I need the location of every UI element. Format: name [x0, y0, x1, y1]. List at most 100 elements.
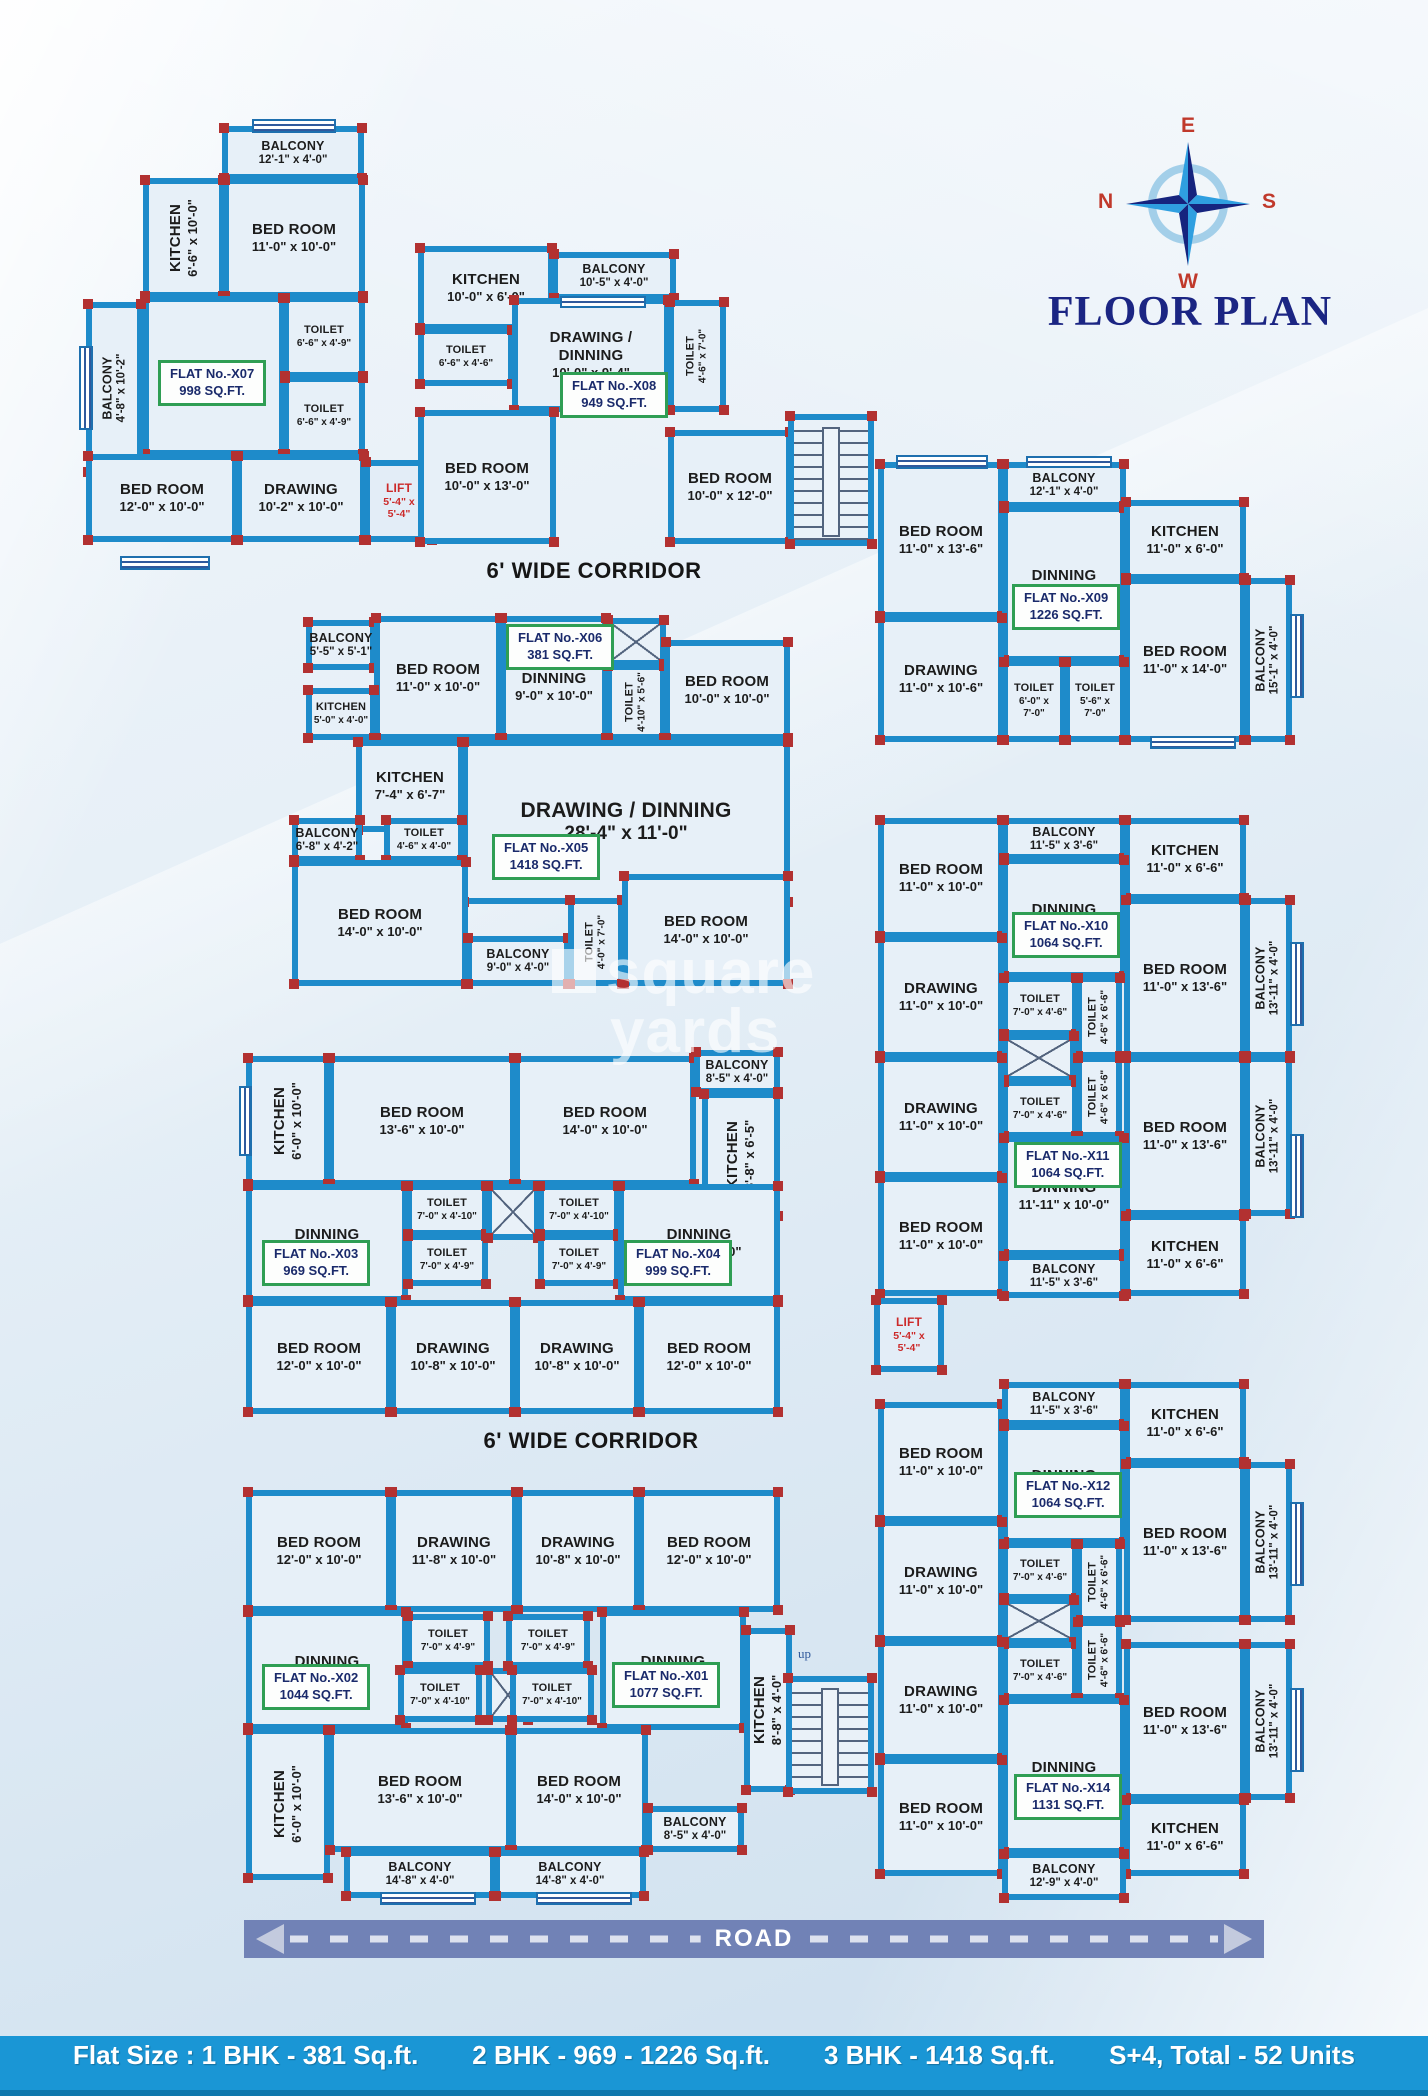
- wall-joint: [507, 1715, 517, 1725]
- flat-number: FLAT No.-X03: [274, 1246, 359, 1261]
- wall-joint: [359, 451, 369, 461]
- wall-joint: [661, 637, 671, 647]
- window-marker: [1290, 1134, 1304, 1218]
- wall-joint: [1121, 497, 1131, 507]
- wall-joint: [341, 1891, 351, 1901]
- wall-joint: [999, 815, 1009, 825]
- wall-joint: [1119, 1421, 1129, 1431]
- wall-joint: [773, 1297, 783, 1307]
- wall-joint: [1239, 815, 1249, 825]
- flat-area: 949 SQ.FT.: [581, 394, 647, 410]
- wall-joint: [737, 1803, 747, 1813]
- wall-joint: [999, 1595, 1009, 1605]
- wall-joint: [997, 1053, 1007, 1063]
- flat-number: FLAT No.-X11: [1026, 1148, 1110, 1163]
- wall-joint: [358, 373, 368, 383]
- wall-joint: [875, 1755, 885, 1765]
- wall-joint: [1121, 815, 1131, 825]
- wall-joint: [997, 1517, 1007, 1527]
- flat-number: FLAT No.-X02: [274, 1670, 359, 1685]
- wall-joint: [997, 1173, 1007, 1183]
- wall-joint: [1115, 1053, 1125, 1063]
- wall-joint: [243, 1725, 253, 1735]
- wall-joint: [403, 1181, 413, 1191]
- wall-joint: [1285, 1615, 1295, 1625]
- wall-joint: [587, 1665, 597, 1675]
- wall-joint: [547, 243, 557, 253]
- wall-joint: [415, 325, 425, 335]
- wall-joint: [737, 1845, 747, 1855]
- wall-joint: [719, 405, 729, 415]
- wall-joint: [665, 297, 675, 307]
- wall-joint: [937, 1365, 947, 1375]
- wall-joint: [583, 1611, 593, 1621]
- wall-joint: [997, 1755, 1007, 1765]
- wall-joint: [1285, 895, 1295, 905]
- wall-joint: [669, 249, 679, 259]
- wall-joint: [513, 1487, 523, 1497]
- legend-item: 3 BHK - 1418 Sq.ft.: [823, 2040, 1056, 2070]
- window-marker: [79, 346, 93, 430]
- wall-joint: [1119, 855, 1129, 865]
- page-title: FLOOR PLAN: [1047, 289, 1333, 335]
- wall-joint: [1121, 575, 1131, 585]
- wall-joint: [475, 1715, 485, 1725]
- wall-joint: [867, 411, 877, 421]
- wall-joint: [597, 1607, 607, 1617]
- flat-area: 1131 SQ.FT.: [1032, 1796, 1105, 1812]
- wall-joint: [639, 1847, 649, 1857]
- flat-number: FLAT No.-X09: [1024, 590, 1109, 605]
- wall-joint: [615, 1181, 625, 1191]
- wall-joint: [403, 1231, 413, 1241]
- wall-joint: [785, 539, 795, 549]
- wall-joint: [1121, 1615, 1131, 1625]
- wall-joint: [1285, 575, 1295, 585]
- wall-joint: [1115, 1617, 1125, 1627]
- wall-joint: [867, 539, 877, 549]
